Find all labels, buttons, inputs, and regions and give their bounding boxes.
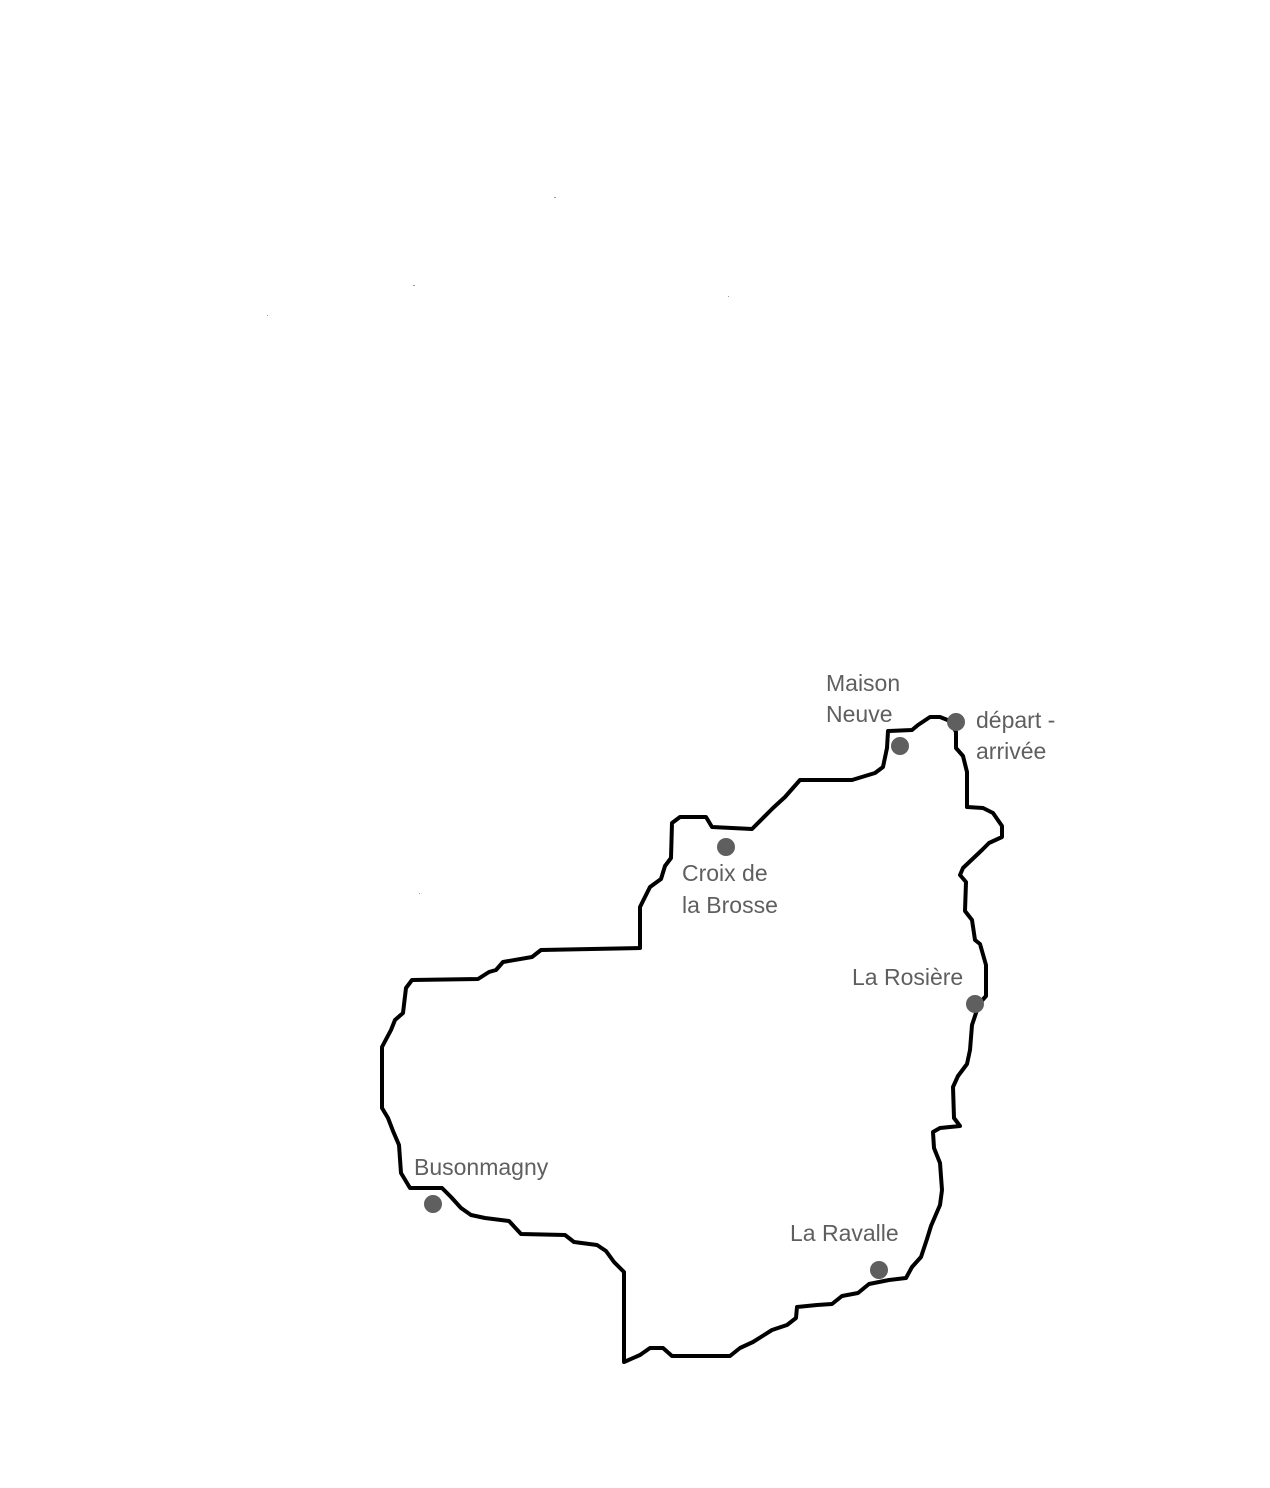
waypoint-marker [966, 995, 984, 1013]
waypoint-busonmagny: Busonmagny [414, 1154, 549, 1213]
waypoint-label: La Ravalle [790, 1220, 899, 1246]
waypoint-marker [891, 737, 909, 755]
waypoint-marker [717, 838, 735, 856]
waypoint-label: Busonmagny [414, 1154, 549, 1180]
waypoint-la-rosiere: La Rosière [852, 964, 984, 1013]
waypoint-label: La Rosière [852, 964, 963, 990]
scan-specks [267, 197, 729, 894]
waypoint-depart-arrivee: départ - arrivée [947, 707, 1062, 764]
waypoint-label: Croix de la Brosse [682, 860, 778, 918]
waypoint-label: Maison Neuve [826, 670, 907, 727]
trail-route-loop [380, 715, 1004, 1364]
waypoint-marker [947, 713, 965, 731]
waypoint-marker [870, 1261, 888, 1279]
waypoint-maison-neuve: Maison Neuve [826, 670, 909, 755]
waypoint-marker [424, 1195, 442, 1213]
waypoint-label: départ - arrivée [976, 707, 1062, 764]
waypoint-la-ravalle: La Ravalle [790, 1220, 899, 1279]
waypoint-croix-de-la-brosse: Croix de la Brosse [682, 838, 778, 918]
